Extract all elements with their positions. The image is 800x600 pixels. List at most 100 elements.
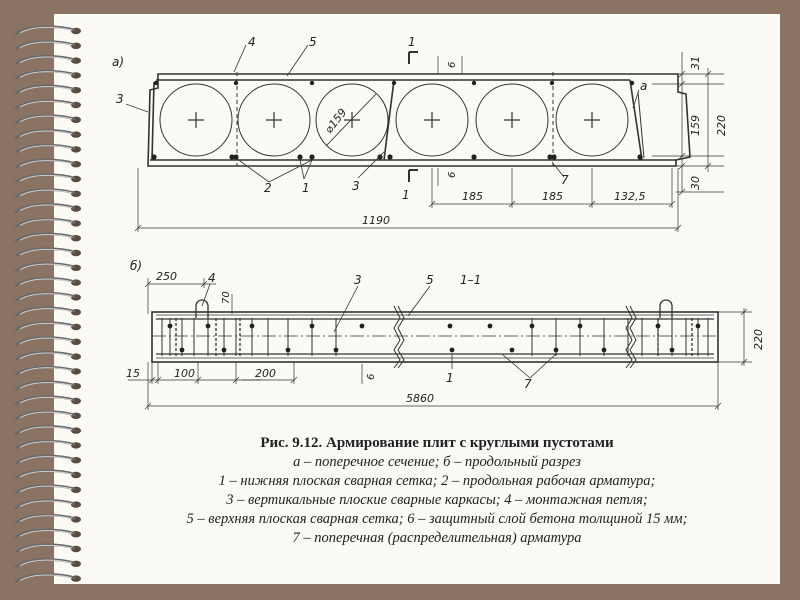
caption-line: а – поперечное сечение; б – продольный р… <box>293 454 581 470</box>
frame-right <box>629 79 643 161</box>
spiral-binding <box>14 25 81 583</box>
spiral-ring <box>14 247 81 258</box>
transverse-bars <box>161 318 709 356</box>
spiral-ring <box>14 114 81 125</box>
spiral-ring <box>14 262 81 273</box>
figure-caption: Рис. 9.12. Армирование плит с круглыми п… <box>100 433 774 548</box>
longitudinal-section: б) 1–1 <box>126 259 765 410</box>
dim-159: 159 <box>689 115 702 136</box>
rebar-dots <box>151 80 643 160</box>
dim-250: 250 <box>156 270 177 283</box>
spiral-ring <box>14 277 81 287</box>
callout-2: 2 <box>264 181 272 195</box>
void-circle <box>159 83 233 157</box>
spiral-ring <box>14 380 81 391</box>
cross-section: а) <box>112 35 728 232</box>
voids <box>159 83 629 157</box>
dim-70: 70 <box>221 291 232 304</box>
diameter-line <box>325 93 377 147</box>
callout-a: а <box>640 79 647 93</box>
lifting-loop-left <box>195 299 209 318</box>
spiral-ring <box>14 573 81 583</box>
section-cut-mark <box>408 51 418 182</box>
rebar-dots-long <box>167 323 701 353</box>
callout-3-bottom: 3 <box>352 179 360 193</box>
dim-30: 30 <box>689 176 702 190</box>
spiral-ring <box>14 469 81 480</box>
section-title: 1–1 <box>460 273 481 287</box>
caption-line: 5 – верхняя плоская сварная сетка; 6 – з… <box>186 511 688 527</box>
spiral-ring <box>14 203 81 213</box>
callout-7: 7 <box>561 173 569 187</box>
part-b-label: б) <box>130 259 142 273</box>
spiral-ring <box>14 351 81 361</box>
break-marks <box>393 305 637 369</box>
spiral-ring <box>14 84 81 95</box>
void-circle <box>315 83 389 157</box>
dim-185-a: 185 <box>462 190 483 203</box>
dim-5860: 5860 <box>406 392 434 405</box>
dim-31: 31 <box>689 56 702 70</box>
caption-line: 1 – нижняя плоская сварная сетка; 2 – пр… <box>218 473 656 489</box>
spiral-ring <box>14 55 81 65</box>
spiral-ring <box>14 321 81 332</box>
vertical-dims <box>652 52 724 196</box>
void-centers <box>188 112 600 128</box>
spiral-ring <box>14 158 81 169</box>
callout-4-long: 4 <box>208 271 216 285</box>
callout-7-long: 7 <box>524 377 532 391</box>
callout-3-long: 3 <box>354 273 362 287</box>
leader-lines-long <box>201 283 557 379</box>
spiral-ring <box>14 25 81 36</box>
caption-line: 7 – поперечная (распределительная) армат… <box>292 530 582 546</box>
spiral-ring <box>14 454 81 465</box>
spiral-ring <box>14 558 81 569</box>
spiral-ring <box>14 410 81 421</box>
section-mark-top: 1 <box>408 35 416 49</box>
spiral-ring <box>14 439 81 450</box>
diameter-label: ⌀159 <box>322 106 349 136</box>
dim-220: 220 <box>715 115 728 136</box>
callout-5-long: 5 <box>426 273 434 287</box>
callout-1-long: 1 <box>446 371 454 385</box>
dim-185-b: 185 <box>542 190 563 203</box>
frame-mid <box>383 79 395 161</box>
horizontal-dims <box>134 168 682 232</box>
callout-1: 1 <box>302 181 310 195</box>
spiral-ring <box>14 232 81 243</box>
spiral-ring <box>14 425 81 435</box>
part-a-label: а) <box>112 55 124 69</box>
spiral-ring <box>14 99 81 110</box>
dims-long <box>128 278 752 410</box>
spiral-ring <box>14 513 81 524</box>
lifting-loop-right <box>659 299 673 318</box>
spiral-ring <box>14 217 81 228</box>
notebook-paper <box>54 14 780 584</box>
frame-left <box>151 81 155 161</box>
void-circle <box>395 83 469 157</box>
spiral-ring <box>14 484 81 495</box>
frame-right-inner <box>637 91 645 159</box>
dim-6-bottom: 6 <box>447 172 458 178</box>
spiral-ring <box>14 69 81 80</box>
dim-15: 15 <box>126 367 140 380</box>
dim-132-5: 132,5 <box>614 190 646 203</box>
leader-lines <box>125 44 640 183</box>
section-mark-bottom: 1 <box>402 188 410 202</box>
cover-dims <box>437 56 463 186</box>
callout-3: 3 <box>116 92 124 106</box>
dim-200: 200 <box>255 367 276 380</box>
reinforcement-drawing: а) <box>112 35 765 410</box>
spiral-ring <box>14 365 81 376</box>
dashed-frames-long <box>175 318 693 356</box>
spiral-ring <box>14 336 81 347</box>
dim-6-long: 6 <box>366 374 377 380</box>
caption-line: 3 – вертикальные плоские сварные каркасы… <box>226 492 648 508</box>
dim-220-long: 220 <box>752 329 765 350</box>
void-circle <box>237 83 311 157</box>
spiral-ring <box>14 499 81 509</box>
spiral-ring <box>14 291 81 302</box>
spiral-ring <box>14 543 81 554</box>
spiral-ring <box>14 129 81 139</box>
spiral-ring <box>14 143 81 154</box>
